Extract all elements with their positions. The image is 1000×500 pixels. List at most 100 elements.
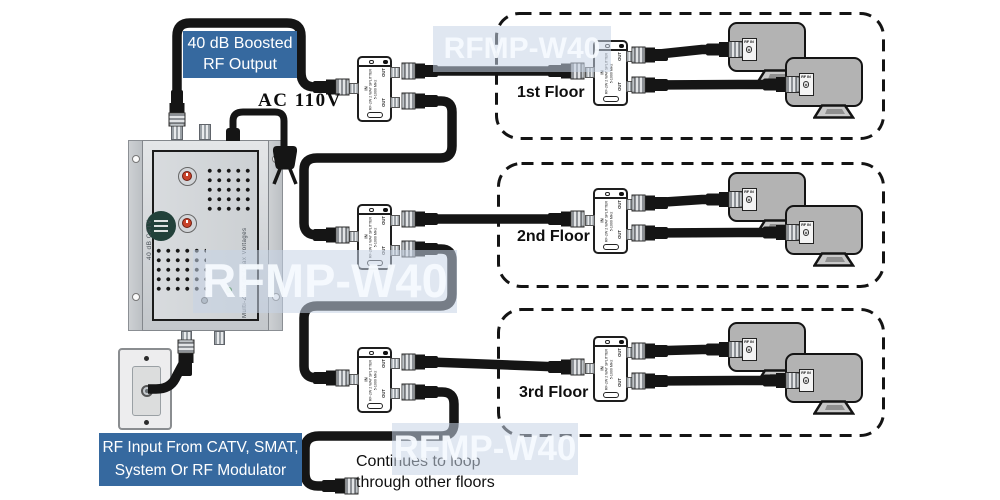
coax-cable xyxy=(649,375,772,386)
rf-in-label: RF IN xyxy=(801,222,811,227)
mounting-slot xyxy=(602,244,619,250)
coax-cable xyxy=(300,387,459,491)
tv-stand xyxy=(813,252,855,267)
f-connector xyxy=(705,41,743,58)
ground-dot-icon xyxy=(383,207,388,212)
mounting-slot xyxy=(602,96,619,102)
f-connector xyxy=(631,76,669,94)
power-plug-icon xyxy=(272,146,298,170)
f-connector xyxy=(631,372,669,390)
splitter-out-port xyxy=(390,358,400,369)
f-connector xyxy=(321,477,359,495)
f-connector xyxy=(312,369,350,387)
output-callout-line2: RF Output xyxy=(203,56,277,73)
input-callout-line2: System Or RF Modulator xyxy=(114,462,287,479)
screw-hole-icon xyxy=(605,191,610,196)
coax-cable xyxy=(148,359,189,394)
f-connector xyxy=(547,358,585,376)
rf-in-label: RF IN xyxy=(744,39,754,44)
coax-cable xyxy=(429,357,561,372)
gain-knob xyxy=(182,171,192,181)
slope-knob xyxy=(182,218,192,228)
ground-dot-icon xyxy=(383,59,388,64)
output-callout: 40 dB Boosted RF Output xyxy=(183,31,297,78)
f-connector xyxy=(401,92,439,110)
coax-cable xyxy=(172,18,322,102)
rf-in-panel: RF IN xyxy=(741,337,757,361)
television: RF IN xyxy=(728,22,806,84)
f-connector xyxy=(401,383,439,401)
f-connector xyxy=(547,210,585,228)
rf-in-panel: RF IN xyxy=(741,37,757,61)
splitter-in-port xyxy=(349,374,359,385)
rf-in-connector xyxy=(745,346,753,353)
f-connector xyxy=(168,89,186,127)
f-connector xyxy=(762,76,800,93)
watermark-text: RFMP-W40 xyxy=(392,423,578,475)
splitter-out-port xyxy=(390,388,400,399)
rf-in-label: RF IN xyxy=(801,370,811,375)
coax-cable xyxy=(649,79,772,90)
ground-dot-icon xyxy=(619,43,624,48)
power-cord xyxy=(229,108,288,146)
slope-dial xyxy=(178,214,197,233)
splitter-out-port xyxy=(390,215,400,226)
f-connector xyxy=(762,224,800,241)
splitter-in-port xyxy=(585,363,595,374)
rf-in-label: RF IN xyxy=(744,189,754,194)
screw-hole-icon xyxy=(369,59,374,64)
f-connector xyxy=(401,353,439,371)
f-connector xyxy=(705,191,743,208)
screw-hole-icon xyxy=(605,339,610,344)
rf-in-connector xyxy=(802,377,810,384)
rf-in-connector xyxy=(745,46,753,53)
rf-test-port xyxy=(199,124,211,140)
f-connector xyxy=(631,194,669,212)
splitter-seam xyxy=(359,356,390,358)
splitter-seam xyxy=(359,65,390,67)
f-connector xyxy=(177,339,195,377)
rf-in-connector xyxy=(802,229,810,236)
ground-dot-icon xyxy=(383,350,388,355)
vent-holes xyxy=(205,166,255,212)
mounting-slot xyxy=(366,403,383,409)
splitter-seam xyxy=(359,213,390,215)
splitter-seam xyxy=(595,345,626,347)
f-connector xyxy=(705,341,743,358)
tv-stand xyxy=(813,104,855,119)
floor-label-1: 1st Floor xyxy=(517,84,585,101)
floor-boundary xyxy=(497,308,885,437)
ground-dot-icon xyxy=(619,191,624,196)
output-callout-line1: 40 dB Boosted xyxy=(187,35,293,52)
ac-power-label: AC 110V xyxy=(258,90,342,111)
gain-dial xyxy=(178,167,197,186)
ground-dot-icon xyxy=(619,339,624,344)
splitter-in-port xyxy=(349,231,359,242)
rf-in-connector xyxy=(802,81,810,88)
splitter-in-port xyxy=(349,83,359,94)
input-callout-line1: RF Input From CATV, SMAT, xyxy=(102,439,299,456)
screw-hole-icon xyxy=(369,350,374,355)
tv-stand xyxy=(813,400,855,415)
f-connector xyxy=(762,372,800,389)
screw-icon xyxy=(144,420,149,425)
f-connector xyxy=(631,46,669,64)
input-callout: RF Input From CATV, SMAT, System Or RF M… xyxy=(99,433,302,486)
mounting-slot xyxy=(602,392,619,398)
floor-label-2: 2nd Floor xyxy=(517,228,590,245)
plug-prong xyxy=(272,168,298,185)
splitter-out-port xyxy=(390,67,400,78)
rf-in-label: RF IN xyxy=(801,74,811,79)
f-connector xyxy=(401,210,439,228)
watermark-text: RFMP-W40 xyxy=(433,26,611,72)
floor-boundary xyxy=(497,162,885,288)
splitter-seam xyxy=(595,197,626,199)
splitter-out-port xyxy=(390,97,400,108)
rf-in-label: RF IN xyxy=(744,339,754,344)
rf-aux-port xyxy=(214,331,225,345)
watermark-text: RFMP-W40 xyxy=(193,250,457,313)
